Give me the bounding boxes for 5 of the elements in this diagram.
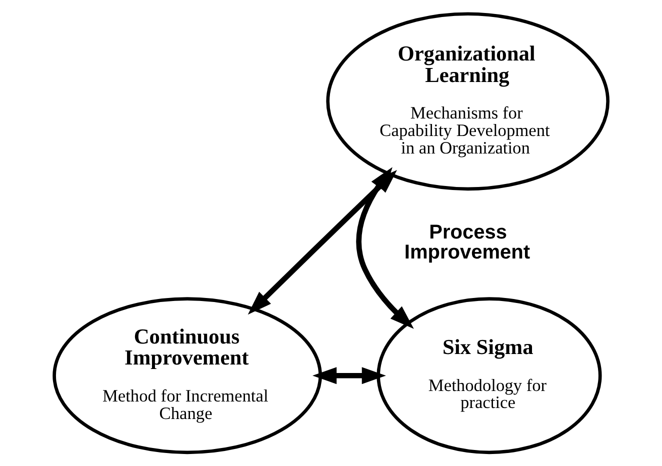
arrow <box>356 167 414 329</box>
node-ellipse: Continuous Improvement Method for Incremental Change <box>52 297 322 454</box>
arrow <box>312 367 386 384</box>
node-ellipse: Six Sigma Methodology for practice <box>376 297 602 454</box>
label: Process Improvement <box>404 222 530 264</box>
